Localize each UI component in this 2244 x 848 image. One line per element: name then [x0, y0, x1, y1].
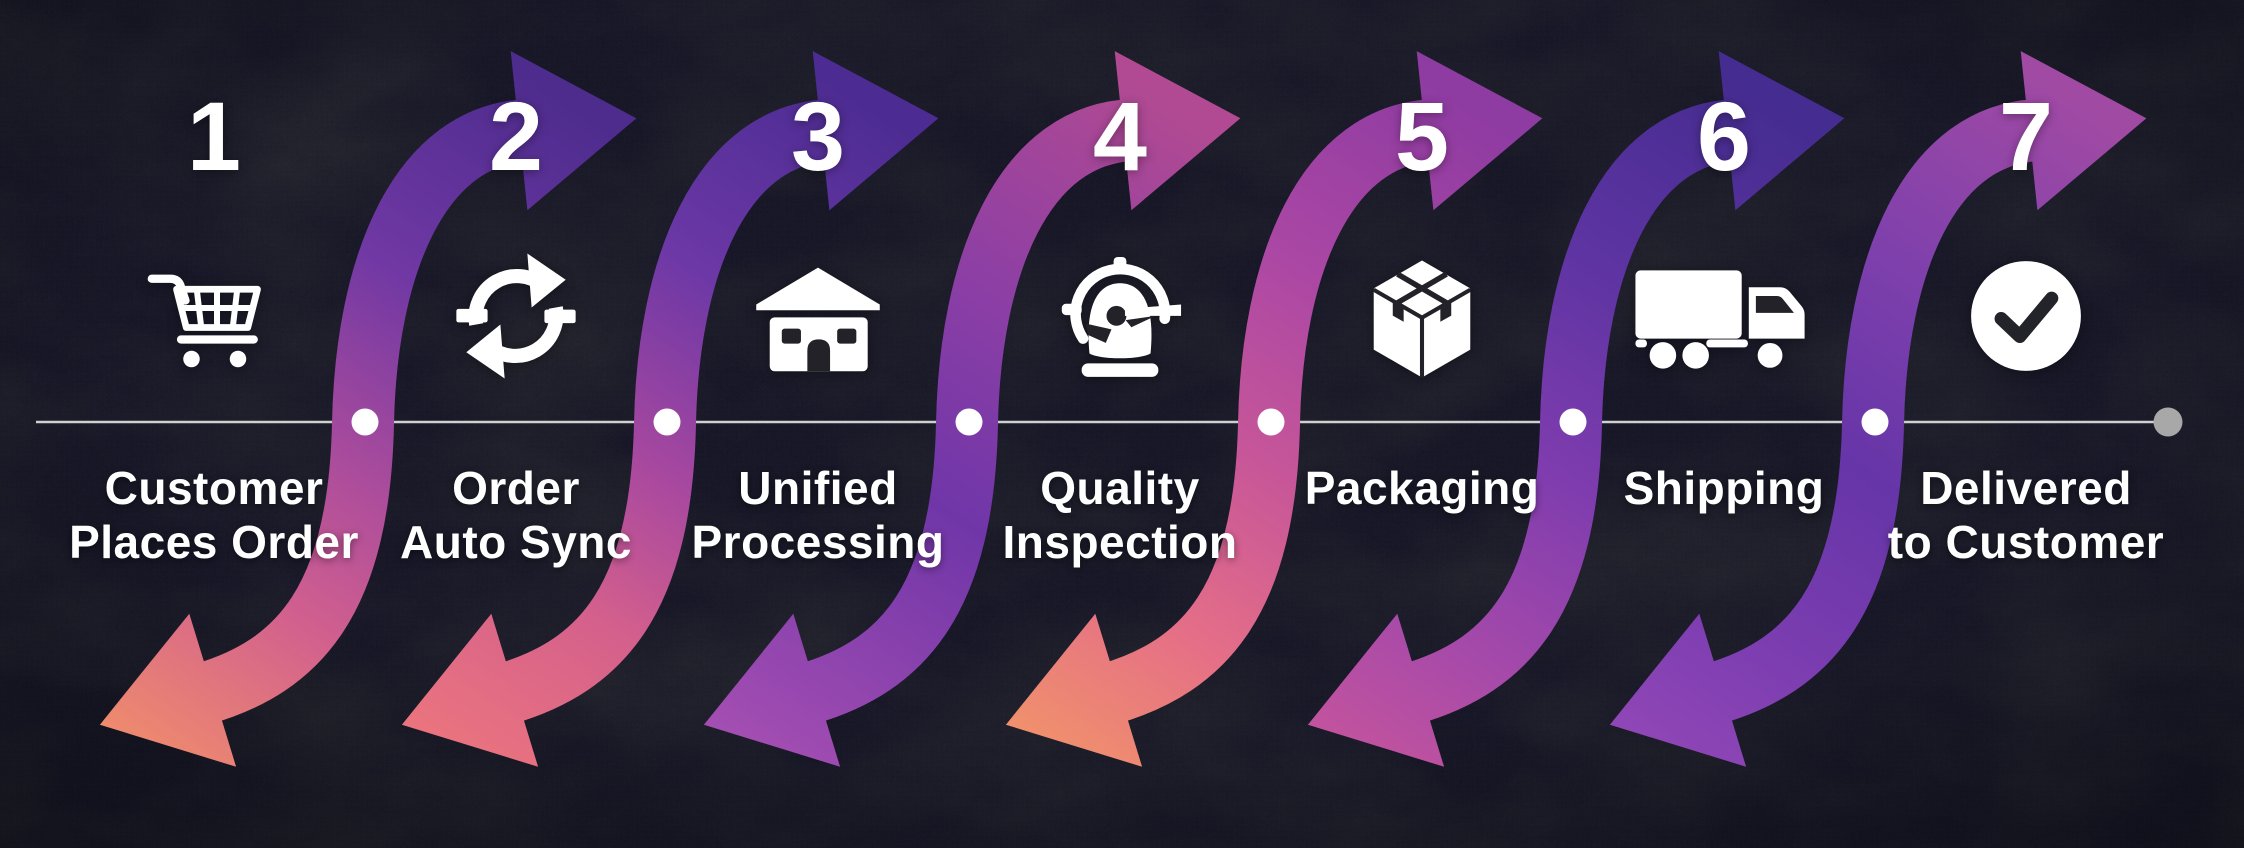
ribbon-arrowhead-return	[703, 613, 841, 767]
ribbon-arrowhead-forward	[812, 51, 939, 211]
ribbon-arrowhead-return	[1609, 613, 1747, 767]
ribbon-arrowhead-return	[1307, 613, 1445, 767]
timeline-dot	[351, 408, 379, 436]
ribbon-arrowhead-return	[1005, 613, 1143, 767]
timeline-dot	[1257, 408, 1285, 436]
ribbon-arrowhead-forward	[1416, 51, 1543, 211]
timeline-dot	[955, 408, 983, 436]
ribbon-arrowhead-return	[401, 613, 539, 767]
ribbon-arrowhead-forward	[1718, 51, 1845, 211]
timeline-end-dot	[2153, 407, 2183, 437]
ribbon-arrowhead-forward	[1114, 51, 1241, 211]
timeline-dot	[1559, 408, 1587, 436]
ribbon-arrowhead-forward	[2020, 51, 2147, 211]
timeline-dot	[653, 408, 681, 436]
ribbon-arrowhead-forward	[510, 51, 637, 211]
ribbon-arrowhead-return	[99, 613, 237, 767]
timeline-dot	[1861, 408, 1889, 436]
